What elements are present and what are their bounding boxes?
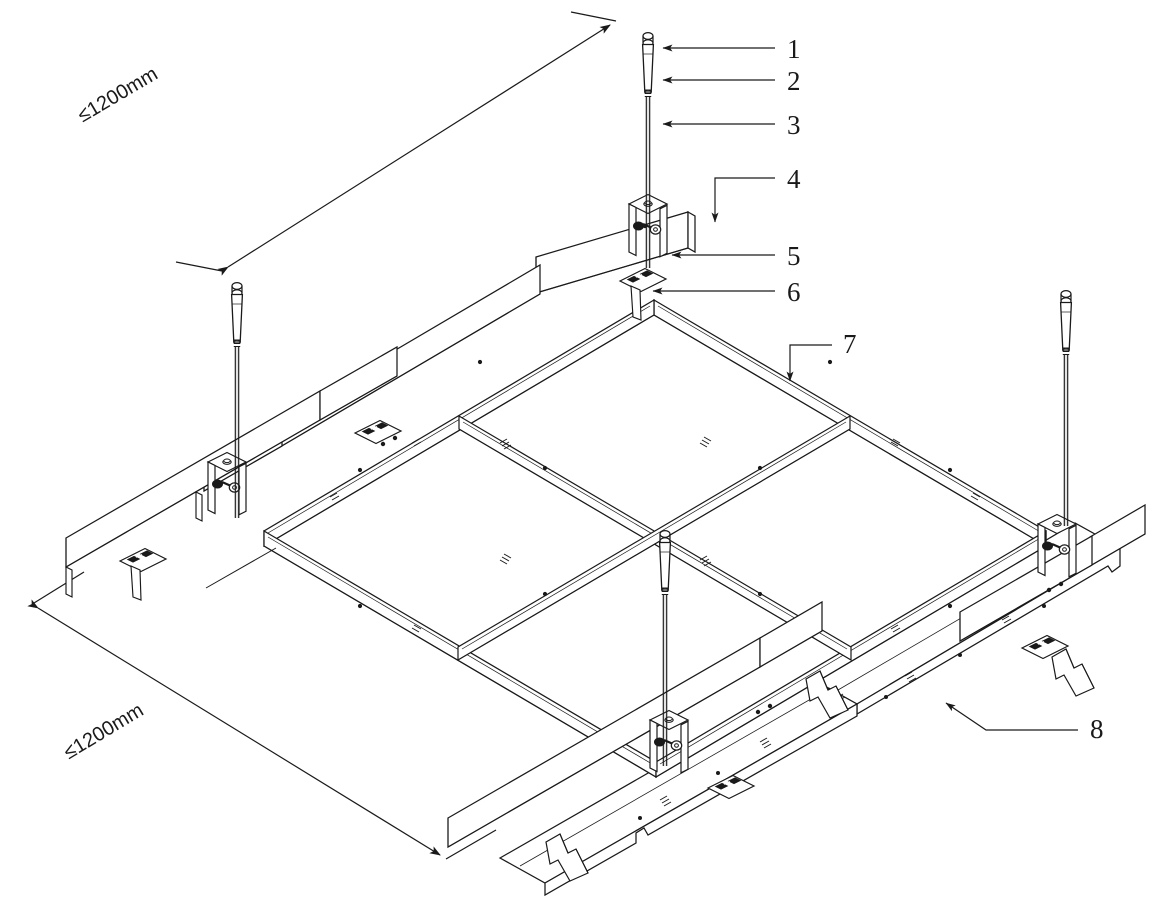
threaded-suspension-rod: [658, 529, 672, 767]
dimension-top: [175, 11, 617, 276]
panel-fixing-dots: [638, 604, 1046, 820]
threaded-suspension-rod: [1059, 289, 1073, 527]
runner-slot-marks: [329, 436, 981, 633]
main-runner-connector-clip: [619, 267, 667, 293]
dimension-left: [27, 571, 497, 860]
callout-number-8: 8: [1090, 714, 1104, 744]
callout-number-7: 7: [843, 329, 857, 359]
callout-leader-lines: [652, 44, 1078, 731]
leader-4: [711, 177, 775, 223]
bracket-tab: [130, 565, 142, 601]
bracket-tab: [630, 285, 642, 321]
runner-fixing-marks: [357, 359, 953, 609]
leader-8: [945, 702, 1078, 731]
main-carrying-channel: [535, 210, 696, 294]
callout-number-2: 2: [787, 66, 801, 96]
callout-number-4: 4: [787, 164, 801, 194]
leader-7: [786, 344, 832, 382]
channel-flange: [65, 491, 277, 598]
callout-number-5: 5: [787, 241, 801, 271]
callout-number-3: 3: [787, 110, 801, 140]
hanger-bracket-clip: [206, 451, 248, 516]
panel-hold-down-bracket: [545, 648, 1095, 882]
callout-number-6: 6: [787, 277, 801, 307]
main-carrying-channel: [447, 600, 823, 849]
main-runner-connector-clip: [354, 419, 402, 445]
cross-tee-runner: [457, 414, 851, 662]
main-runner-connector-clip: [119, 547, 167, 573]
main-carrying-channel: [959, 503, 1146, 643]
callout-number-1: 1: [787, 34, 801, 64]
